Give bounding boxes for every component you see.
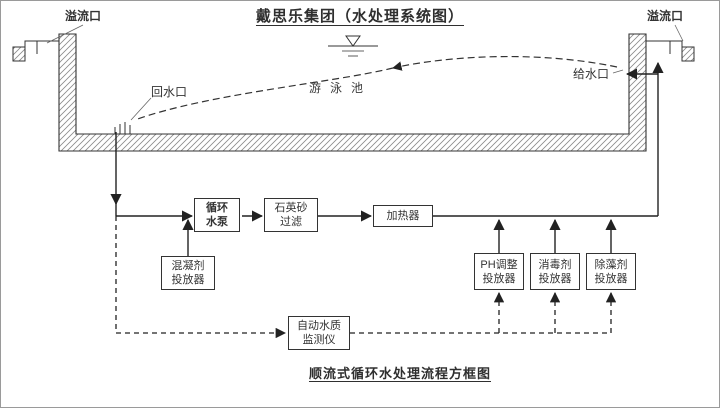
algaecide-dispenser-box: 除藻剂 投放器 [586,253,636,290]
circulation-pump-box: 循环 水泵 [194,198,240,232]
pool-flow-curve [134,55,618,121]
algaecide-line2: 投放器 [594,272,628,285]
sand-filter-line1: 石英砂 [274,202,308,214]
coagulant-line1: 混凝剂 [171,260,205,272]
dispenser-arrows [182,218,617,256]
overflow-gutter-right [646,24,695,62]
pool-structure [58,33,647,152]
disinfectant-dispenser-box: 消毒剂 投放器 [530,253,580,290]
return-port-icon [114,97,152,134]
water-quality-monitor-box: 自动水质 监测仪 [288,316,350,350]
ph-adjuster-dispenser-box: PH调整 投放器 [474,253,524,290]
monitor-control-lines [115,216,617,339]
supply-port-icon [612,69,624,74]
diagram-caption: 顺流式循环水处理流程方框图 [308,366,491,381]
monitor-line1: 自动水质 [297,320,341,332]
circulation-pump-line2: 水泵 [206,216,228,228]
overflow-left-label: 溢流口 [65,9,102,23]
water-level-icon [328,35,378,57]
heater-box: 加热器 [373,205,433,227]
pool-name-label: 游泳池 [309,81,373,95]
circulation-pump-line1: 循环 [206,202,228,214]
return-port-label: 回水口 [151,85,188,99]
main-flow-lines [110,61,664,222]
ph-adjuster-line1: PH调整 [480,258,518,271]
coagulant-line2: 投放器 [171,274,205,286]
coagulant-dispenser-box: 混凝剂 投放器 [161,256,215,290]
monitor-line2: 监测仪 [302,334,336,346]
page-title: 戴思乐集团（水处理系统图） [255,8,464,25]
disinfectant-line1: 消毒剂 [538,258,572,271]
ph-adjuster-line2: 投放器 [482,272,516,285]
overflow-right-label: 溢流口 [647,9,684,23]
supply-port-label: 给水口 [573,67,610,81]
disinfectant-line2: 投放器 [538,272,572,285]
heater-label: 加热器 [386,210,420,222]
sand-filter-box: 石英砂 过滤 [264,198,318,232]
overflow-gutter-left [12,24,84,62]
sand-filter-line2: 过滤 [280,216,302,228]
algaecide-line1: 除藻剂 [594,258,628,271]
